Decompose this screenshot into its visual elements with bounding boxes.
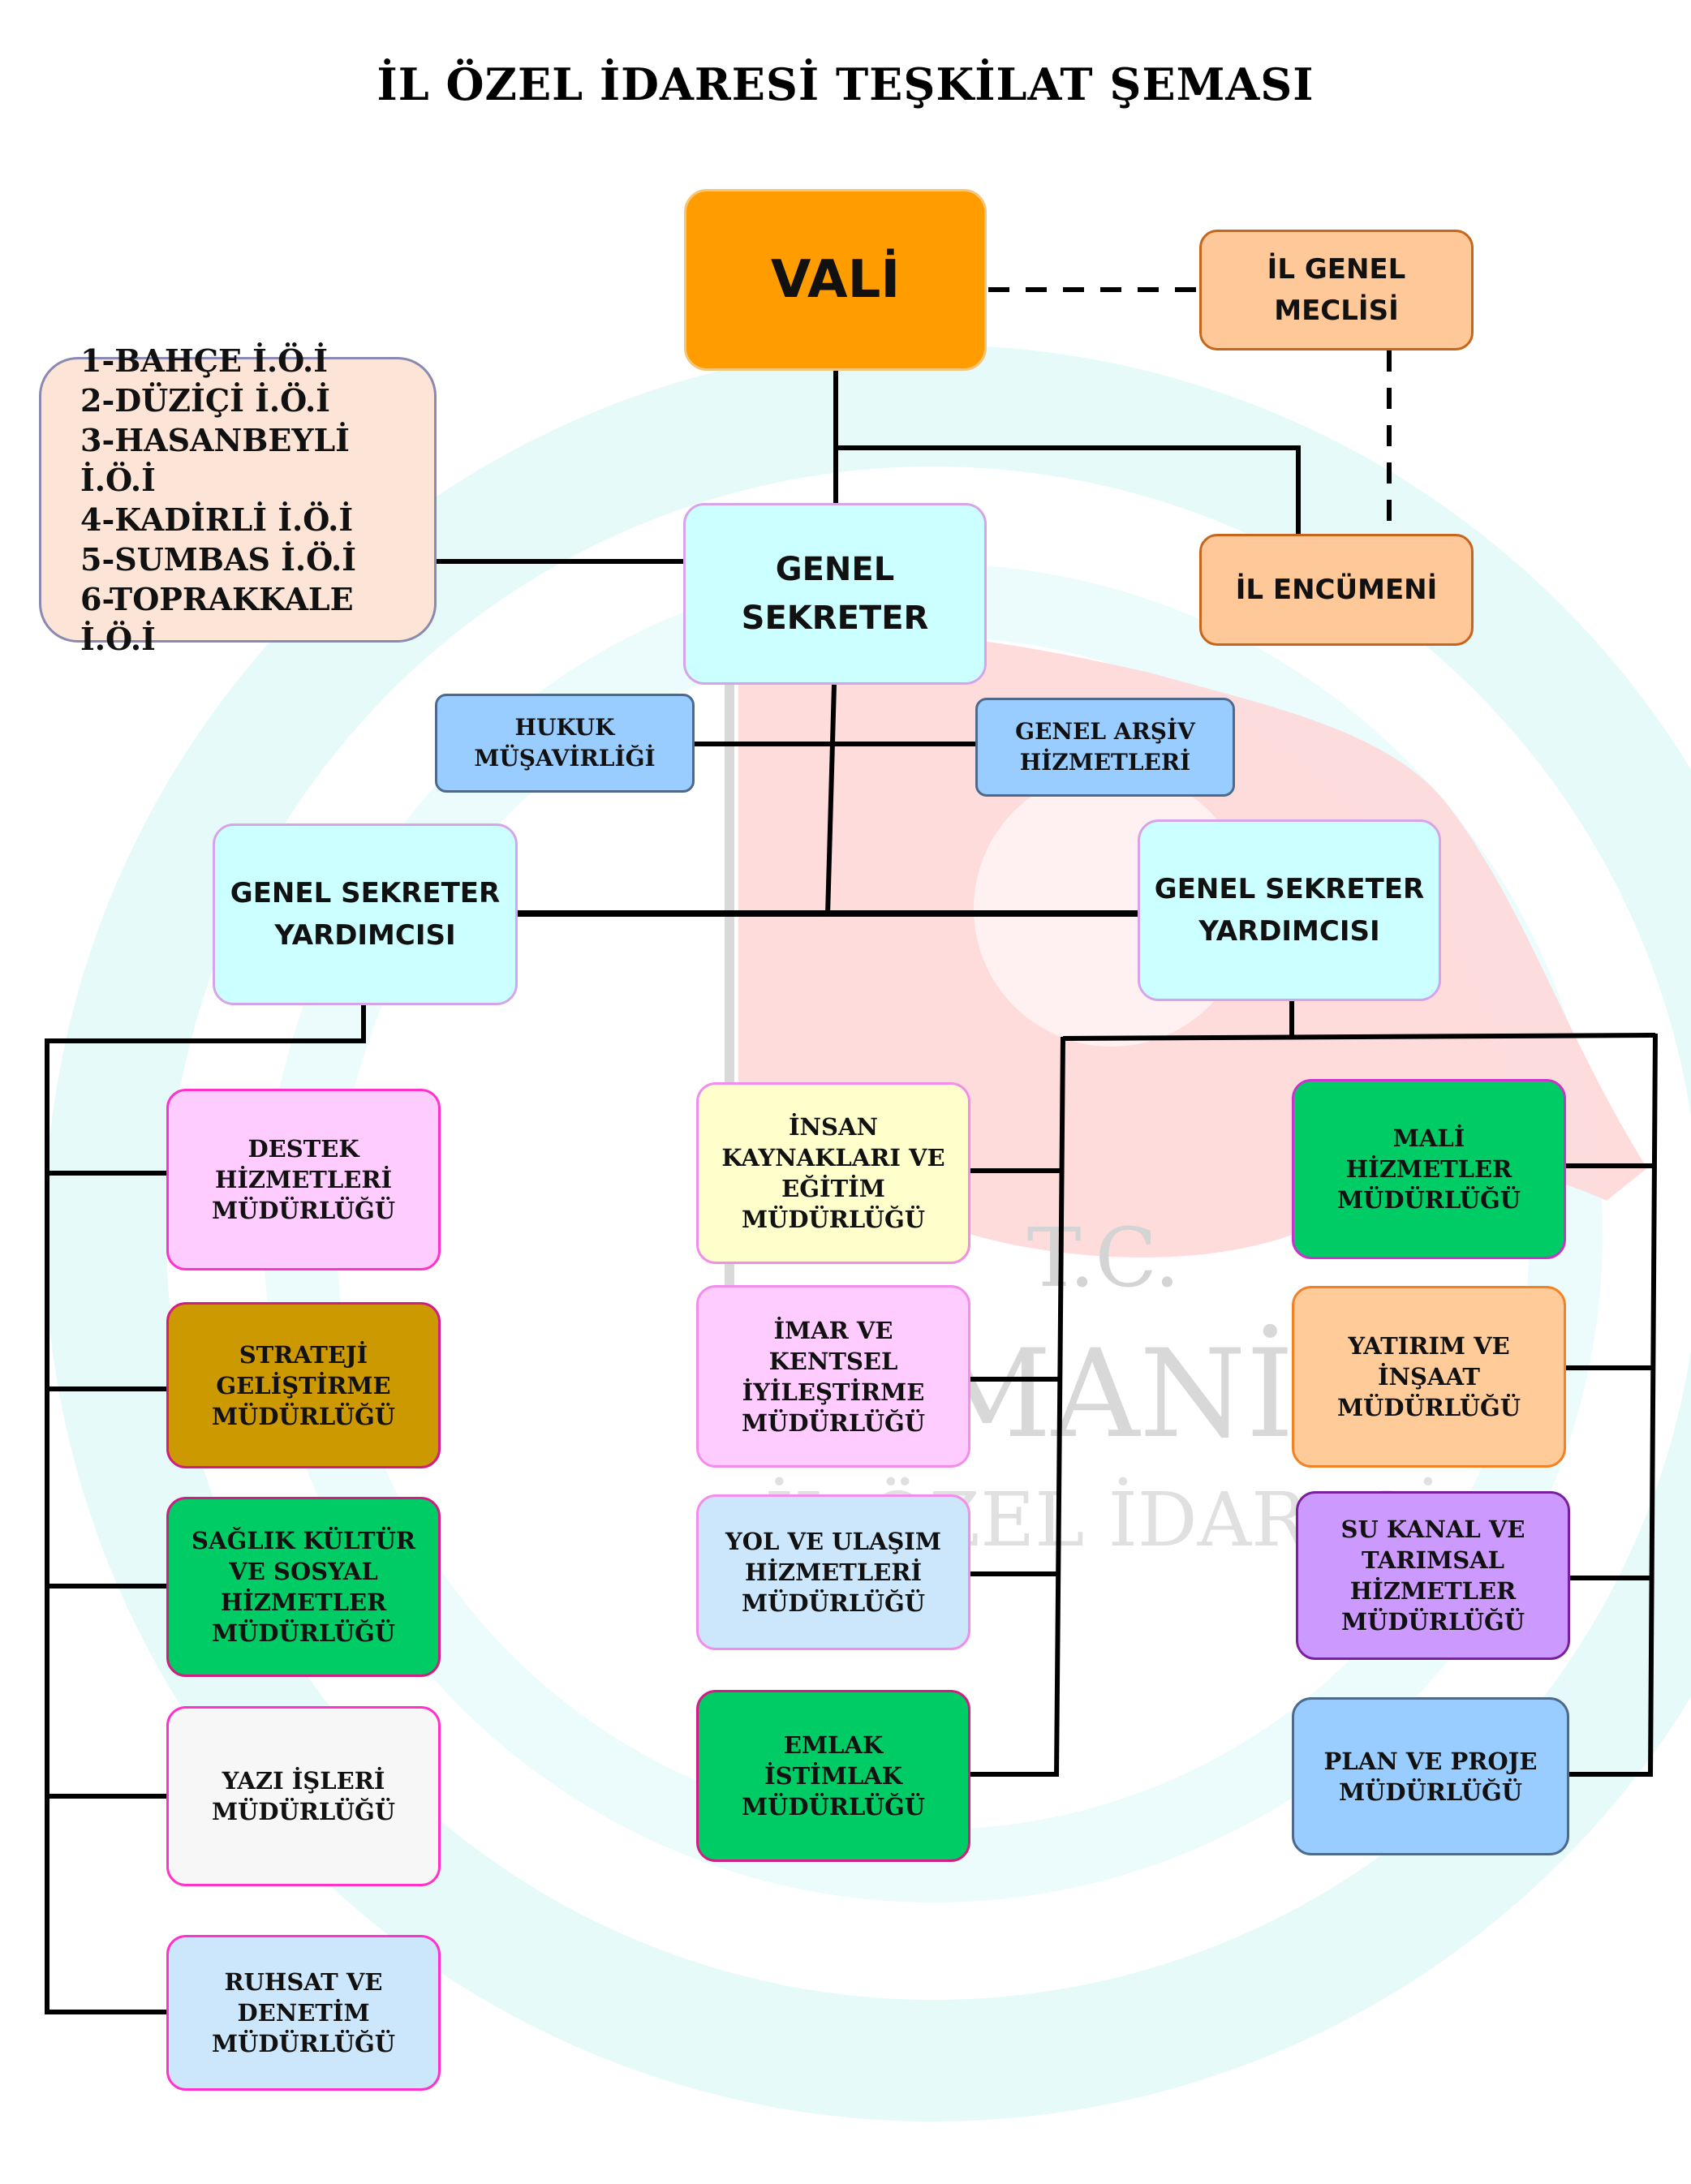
hukuk-musavirligi-box: HUKUK MÜŞAVİRLİĞİ [435, 694, 695, 793]
line-right-spine [1648, 1033, 1658, 1778]
destek-hizmetleri-box: DESTEK HİZMETLERİ MÜDÜRLÜĞÜ [166, 1089, 441, 1270]
line-right-top-h [1062, 1033, 1656, 1041]
mali-hizmetler-box: MALİ HİZMETLER MÜDÜRLÜĞÜ [1292, 1079, 1566, 1259]
il-encumeni-box: İL ENCÜMENİ [1199, 534, 1474, 646]
yazi-isleri-box: YAZI İŞLERİ MÜDÜRLÜĞÜ [166, 1706, 441, 1886]
il-genel-meclisi-box: İL GENEL MECLİSİ [1199, 230, 1474, 350]
page-title: İL ÖZEL İDARESİ TEŞKİLAT ŞEMASI [376, 58, 1315, 110]
genel-arsiv-box: GENEL ARŞİV HİZMETLERİ [975, 698, 1235, 797]
plan-proje-box: PLAN VE PROJE MÜDÜRLÜĞÜ [1292, 1697, 1569, 1855]
emlak-istimlak-box: EMLAK İSTİMLAK MÜDÜRLÜĞÜ [696, 1690, 970, 1862]
imar-kentsel-box: İMAR VE KENTSEL İYİLEŞTİRME MÜDÜRLÜĞÜ [696, 1285, 970, 1468]
genel-sekreter-box: GENEL SEKRETER [683, 503, 987, 685]
line-gensek-down [825, 684, 837, 916]
saglik-kultur-sosyal-box: SAĞLIK KÜLTÜR VE SOSYAL HİZMETLER MÜDÜRL… [166, 1497, 441, 1677]
ilce-ozel-idareleri-box: 1-BAHÇE İ.Ö.İ 2-DÜZİÇİ İ.Ö.İ 3-HASANBEYL… [39, 342, 437, 657]
genel-sekreter-yardimcisi-right-box: GENEL SEKRETER YARDIMCISI [1138, 819, 1441, 1001]
yol-ulasim-box: YOL VE ULAŞIM HİZMETLERİ MÜDÜRLÜĞÜ [696, 1494, 970, 1650]
ruhsat-denetim-box: RUHSAT VE DENETİM MÜDÜRLÜĞÜ [166, 1935, 441, 2091]
insan-kaynaklari-box: İNSAN KAYNAKLARI VE EĞİTİM MÜDÜRLÜĞÜ [696, 1082, 970, 1264]
yatirim-insaat-box: YATIRIM VE İNŞAAT MÜDÜRLÜĞÜ [1292, 1286, 1566, 1468]
strateji-gelistirme-box: STRATEJİ GELİŞTİRME MÜDÜRLÜĞÜ [166, 1302, 441, 1468]
watermark-tc: T.C. [1027, 1210, 1181, 1305]
vali-box: VALİ [684, 189, 987, 371]
watermark-outer-ring [45, 345, 1691, 2122]
su-kanal-tarimsal-box: SU KANAL VE TARIMSAL HİZMETLER MÜDÜRLÜĞÜ [1296, 1491, 1570, 1660]
line-center-spine [1054, 1036, 1065, 1778]
genel-sekreter-yardimcisi-left-box: GENEL SEKRETER YARDIMCISI [213, 823, 518, 1005]
